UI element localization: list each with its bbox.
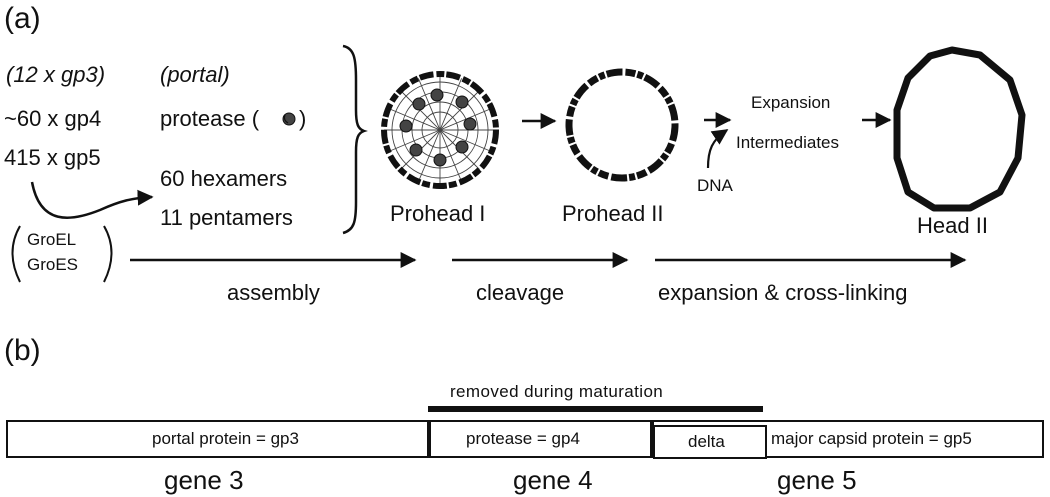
panel-b-label: (b) [4,334,41,367]
chaperone-groel: GroEL [27,230,77,249]
component-pentamers: 11 pentamers [160,205,293,230]
process-assembly: assembly [227,280,320,305]
gene-3-label: gene 3 [164,465,244,495]
segment-label-delta: delta [688,432,725,451]
label-dna: DNA [697,176,733,195]
removed-bar [428,406,763,412]
component-gp3: (12 x gp3) [6,62,106,87]
chaperone-paren-left [11,225,21,283]
component-gp5: 415 x gp5 [4,145,101,170]
chaperone-groes: GroES [27,255,79,274]
assembly-curve-arrow [30,181,154,219]
component-protease: protease ( [160,106,260,131]
component-portal: (portal) [160,62,230,87]
segment-delta [653,425,767,459]
component-brace [342,44,368,235]
head-ii-shell [893,46,1026,212]
protease-icon [282,112,296,126]
stage-prohead-i: Prohead I [390,201,486,226]
gene-4-label: gene 4 [513,465,593,495]
process-expansion-crosslinking: expansion & cross-linking [658,280,908,305]
component-protease-close: ) [299,106,307,131]
chaperone-paren-right [103,225,113,283]
prohead-i-shell [381,71,499,189]
label-expansion: Expansion [751,93,831,112]
panel-a-label: (a) [4,2,41,35]
stage-head-ii: Head II [917,213,988,238]
segment-label-capsid: major capsid protein = gp5 [771,429,972,448]
protease-particles [399,88,477,167]
segment-label-portal: portal protein = gp3 [152,429,299,448]
component-hexamers: 60 hexamers [160,166,288,191]
stage-prohead-ii: Prohead II [562,201,664,226]
component-gp4: ~60 x gp4 [4,106,102,131]
process-cleavage: cleavage [476,280,565,305]
dna-arrow [706,129,729,169]
removed-label: removed during maturation [450,382,664,401]
segment-label-protease: protease = gp4 [466,429,580,448]
label-intermediates: Intermediates [736,133,839,152]
gene-5-label: gene 5 [777,465,857,495]
prohead-ii-shell [565,68,679,182]
